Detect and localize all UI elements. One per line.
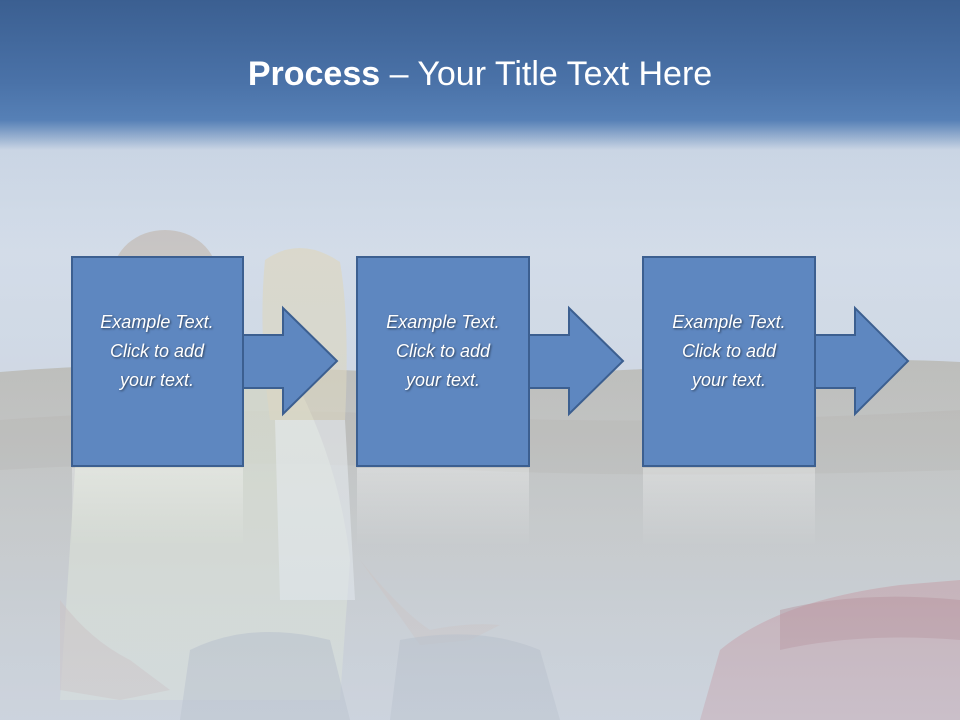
step-1-shape xyxy=(71,256,339,546)
step-3-line-3: your text. xyxy=(691,370,767,390)
step-3-line-1: Example Text. xyxy=(672,312,786,332)
step-2-line-1: Example Text. xyxy=(386,312,500,332)
slide-title-rest: – Your Title Text Here xyxy=(380,55,713,93)
process-step-2[interactable]: Example Text. Click to add your text. xyxy=(356,256,628,546)
step-1-box xyxy=(71,256,244,467)
slide-title-bold: Process xyxy=(247,55,381,93)
step-3-text[interactable]: Example Text. Click to add your text. xyxy=(642,308,816,395)
title-banner xyxy=(0,0,960,150)
step-3-shape xyxy=(642,256,910,546)
step-3-line-2: Click to add xyxy=(681,341,777,361)
step-2-text[interactable]: Example Text. Click to add your text. xyxy=(356,308,530,395)
step-1-arrow-icon xyxy=(242,305,339,417)
step-1-line-3: your text. xyxy=(119,370,195,390)
process-step-3[interactable]: Example Text. Click to add your text. xyxy=(642,256,914,546)
step-2-line-2: Click to add xyxy=(395,341,491,361)
step-2-shape xyxy=(356,256,625,546)
step-2-box xyxy=(356,256,530,467)
step-2-line-3: your text. xyxy=(405,370,481,390)
step-1-line-2: Click to add xyxy=(109,341,205,361)
process-step-1[interactable]: Example Text. Click to add your text. xyxy=(71,256,343,546)
step-3-box xyxy=(642,256,816,467)
step-1-text[interactable]: Example Text. Click to add your text. xyxy=(71,308,243,395)
step-2-arrow-icon xyxy=(528,305,625,417)
slide-title[interactable]: Process – Your Title Text Here xyxy=(0,52,960,96)
step-1-line-1: Example Text. xyxy=(100,312,214,332)
step-3-arrow-icon xyxy=(814,305,910,417)
